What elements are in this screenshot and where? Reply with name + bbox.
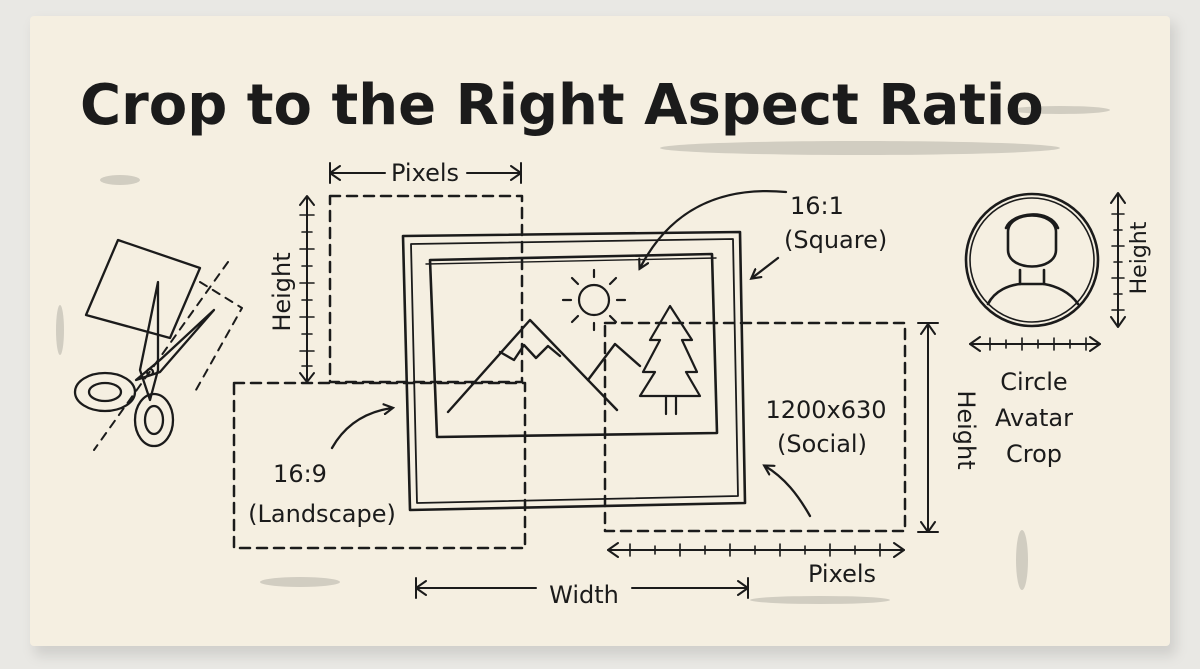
- label-left-height: Height: [268, 252, 296, 331]
- ruler-left-height: [299, 195, 315, 383]
- smudge-marks: [56, 106, 1110, 604]
- arrow-icon-frame: [752, 256, 780, 278]
- cut-line: [93, 261, 229, 451]
- label-avatar-line1: Circle: [1000, 368, 1067, 396]
- paper-sheet: [30, 16, 1170, 646]
- ruler-avatar-height: [1110, 192, 1126, 328]
- label-top-pixels: Pixels: [391, 159, 459, 187]
- label-avatar-line2: Avatar: [995, 404, 1073, 432]
- label-avatar-line3: Crop: [1006, 440, 1062, 468]
- label-right-height: Height: [952, 390, 980, 469]
- label-ratio-16-9-note: (Landscape): [248, 500, 396, 528]
- label-bottom-pixels: Pixels: [808, 560, 876, 588]
- label-ratio-16-9: 16:9: [273, 460, 327, 488]
- scissors-icon: [73, 238, 216, 448]
- label-ratio-16-1-note: (Square): [784, 226, 887, 254]
- dimension-right-height: [917, 322, 939, 533]
- label-social-size: 1200x630: [765, 396, 886, 424]
- arrow-icon-social: [765, 466, 812, 518]
- crop-box-square: [328, 194, 524, 384]
- cut-guide: [195, 281, 243, 391]
- arrow-icon-landscape: [330, 408, 392, 450]
- arrow-icon-square: [640, 190, 788, 268]
- avatar-person-icon: [964, 192, 1100, 328]
- page-title: Crop to the Right Aspect Ratio: [80, 73, 1044, 138]
- crop-box-landscape: [232, 381, 527, 550]
- ruler-bottom-pixels: [607, 542, 905, 558]
- crop-box-social: [603, 321, 907, 533]
- ruler-avatar-width: [969, 336, 1101, 352]
- label-width: Width: [549, 581, 619, 609]
- photo-frame: [401, 230, 747, 512]
- tree-icon: [638, 304, 702, 416]
- label-avatar-height: Height: [1127, 221, 1152, 294]
- label-social-note: (Social): [777, 430, 867, 458]
- dimension-width: [415, 577, 749, 599]
- label-ratio-16-1: 16:1: [790, 192, 844, 220]
- dimension-top-pixels: [329, 162, 522, 184]
- sun-icon: [561, 268, 627, 332]
- crop-square-icon: [84, 238, 202, 340]
- mountain-icon: [446, 318, 642, 414]
